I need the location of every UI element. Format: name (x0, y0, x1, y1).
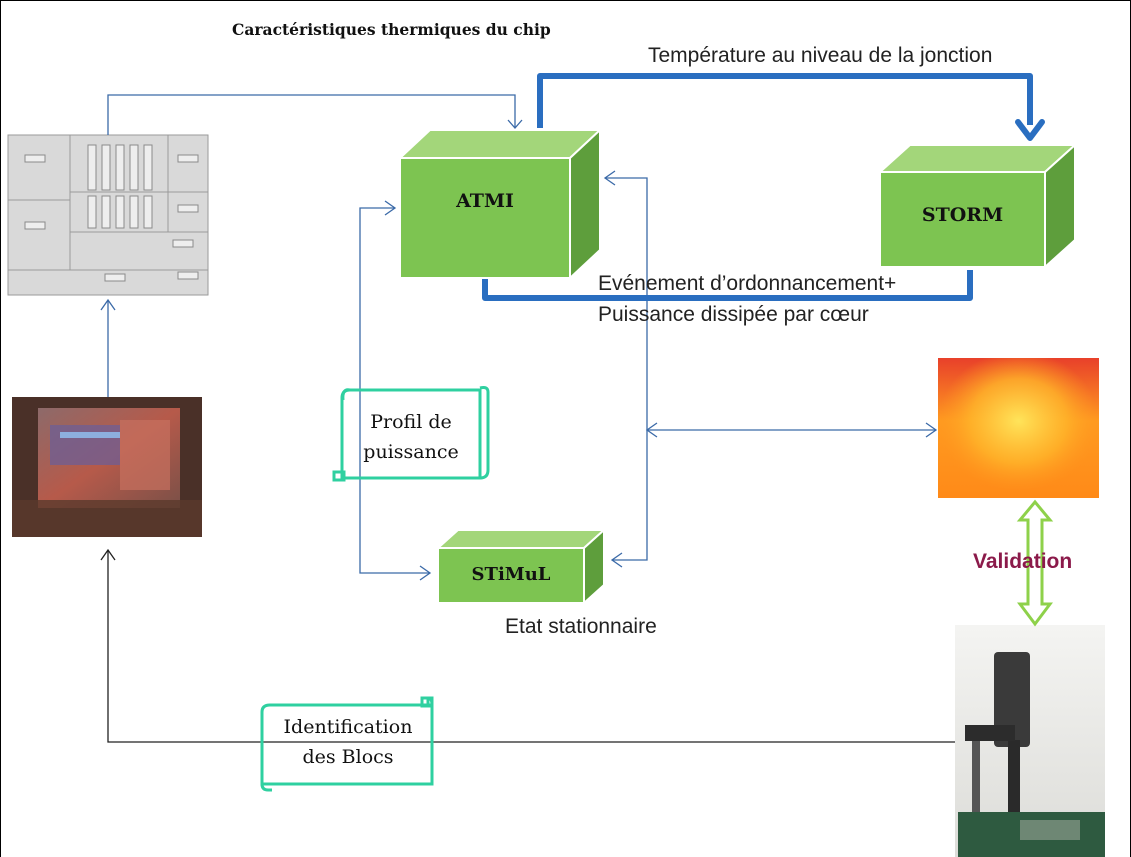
evenement-label-line2: Puissance dissipée par cœur (598, 303, 869, 326)
thermal-image (938, 358, 1099, 498)
stimul-label: STiMuL (471, 564, 551, 585)
atmi-box (397, 127, 603, 281)
chip-die-photo (12, 397, 202, 537)
thermal-link-right-arrowhead (925, 422, 938, 438)
storm-box (877, 142, 1078, 270)
profil-scroll-text: Profil de puissance (348, 407, 474, 467)
ident-line1: Identification (283, 716, 413, 738)
temperature-arrowhead (1015, 119, 1045, 141)
validation-double-arrow (1016, 499, 1054, 627)
temperature-label: Température au niveau de la jonction (648, 44, 993, 67)
thermal-link-left-arrowhead (645, 422, 658, 438)
floorplan-to-atmi-line (107, 94, 516, 135)
right-loop-line (605, 177, 648, 561)
floorplan-to-atmi-arrowhead (507, 119, 523, 129)
evenement-arrow-line (482, 270, 973, 301)
ident-line2: des Blocs (302, 746, 394, 768)
validation-label: Validation (973, 550, 1073, 573)
profil-to-atmi-arrowhead (384, 200, 397, 216)
loop-to-stimul-arrowhead (610, 552, 623, 568)
die-to-floorplan-arrowhead (100, 298, 116, 311)
profil-scroll (332, 386, 490, 482)
chip-title: Caractéristiques thermiques du chip (232, 20, 551, 39)
profil-line2: puissance (363, 441, 459, 463)
atmi-label: ATMI (456, 190, 514, 212)
identification-scroll-text: Identification des Blocs (264, 712, 432, 772)
temperature-arrow-line (537, 73, 1033, 128)
evenement-label-line1: Evénement d’ordonnancement+ (598, 272, 897, 295)
storm-label: STORM (921, 204, 1004, 226)
stimul-box (435, 527, 607, 606)
loop-to-atmi-arrowhead (603, 170, 616, 186)
camera-to-die-line (107, 550, 955, 743)
etat-stationnaire-label: Etat stationnaire (505, 615, 657, 638)
identification-scroll (260, 696, 434, 792)
camera-to-die-arrowhead (100, 548, 116, 561)
thermal-camera-photo (955, 625, 1105, 857)
floorplan-image (7, 134, 209, 296)
profil-line1: Profil de (370, 411, 452, 433)
profil-to-stimul-arrowhead (419, 565, 432, 581)
